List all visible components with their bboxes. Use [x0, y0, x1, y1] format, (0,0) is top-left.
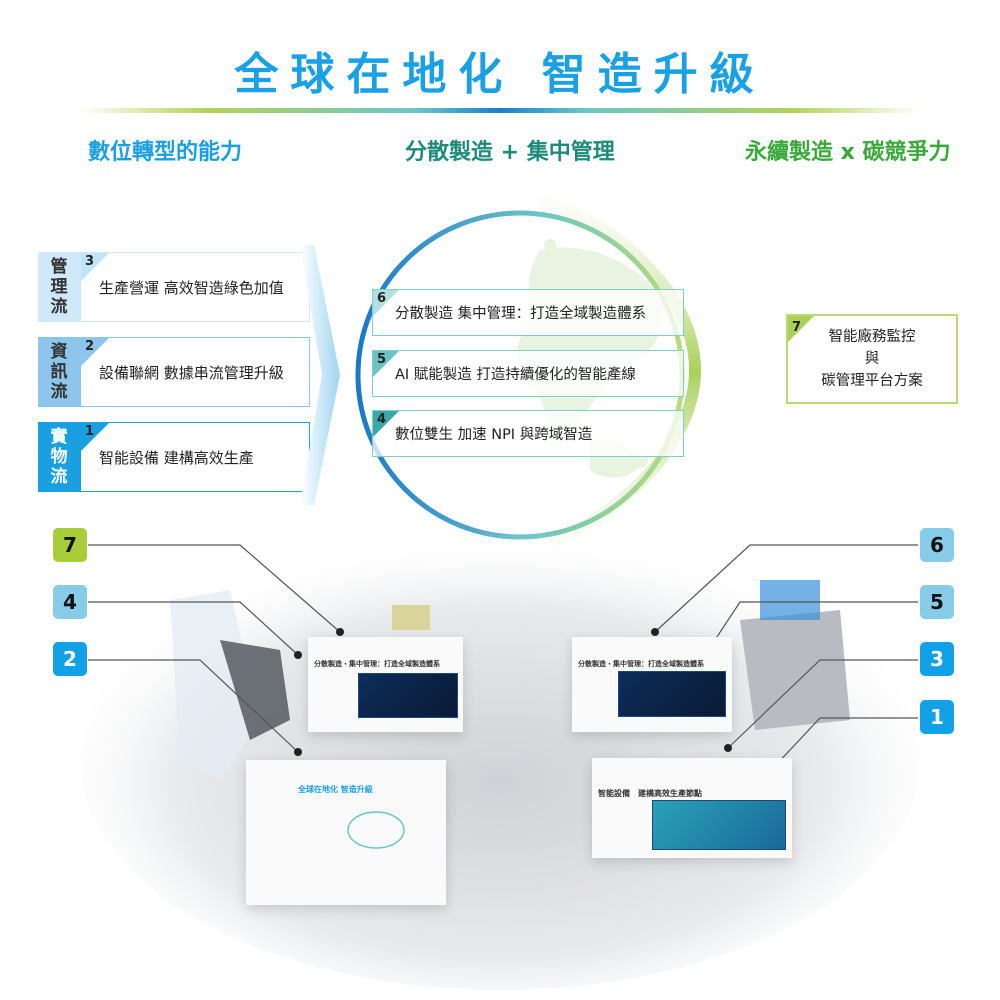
page-title: 全球在地化 智造升級 [234, 49, 766, 100]
subtitle-sustainable-manufacturing: 永續製造 x 碳競爭力 [745, 140, 951, 165]
callout-badge-5: 5 [920, 585, 954, 619]
chevron-arrow-icon [300, 245, 340, 505]
callout-badge-1: 1 [920, 700, 954, 734]
number-corner: 3 [81, 253, 109, 281]
sustainability-box: 7 智能廠務監控 與 碳管理平台方案 [786, 314, 958, 404]
mini-globe-icon [347, 811, 405, 849]
flow-text: 智能設備 建構高效生產 [99, 448, 254, 467]
flow-tag: 實 物 流 [38, 422, 80, 492]
flow-management: 管 理 流 3 生產營運 高效智造綠色加值 [38, 252, 310, 322]
item-text: AI 賦能製造 打造持續優化的智能產線 [395, 367, 636, 383]
callout-badge-2: 2 [53, 642, 87, 676]
flow-box: 1 智能設備 建構高效生產 [80, 422, 310, 492]
callout-badge-4: 4 [53, 585, 87, 619]
flow-information: 資 訊 流 2 設備聯網 數據串流管理升級 [38, 337, 310, 407]
flow-tag: 資 訊 流 [38, 337, 80, 407]
flow-box: 2 設備聯網 數據串流管理升級 [80, 337, 310, 407]
subtitle-digital-transformation: 數位轉型的能力 [88, 140, 243, 165]
flow-physical: 實 物 流 1 智能設備 建構高效生產 [38, 422, 310, 492]
booth-4: 分散製造・集中管理：打造全域製造體系 [308, 637, 463, 732]
flow-tag: 管 理 流 [38, 252, 80, 322]
booth-screen [618, 671, 726, 717]
number-corner: 1 [81, 423, 109, 451]
subtitle-distributed-manufacturing: 分散製造 + 集中管理 [405, 140, 615, 165]
number-corner: 7 [788, 316, 814, 342]
globe-item-distributed-manufacturing: 6 分散製造 集中管理：打造全域製造體系 [372, 289, 684, 336]
flow-box: 3 生產營運 高效智造綠色加值 [80, 252, 310, 322]
title-divider [80, 108, 920, 113]
number-corner: 6 [373, 290, 399, 316]
booth-6: 分散製造・集中管理：打造全域製造體系 [572, 637, 732, 732]
booth-screen [358, 673, 458, 718]
booth-2: 全球在地化 智造升級 [246, 760, 446, 905]
callout-badge-3: 3 [920, 642, 954, 676]
number-corner: 4 [373, 411, 399, 437]
globe-item-ai-manufacturing: 5 AI 賦能製造 打造持續優化的智能產線 [372, 350, 684, 397]
flow-text: 設備聯網 數據串流管理升級 [99, 363, 284, 382]
globe-item-digital-twin: 4 數位雙生 加速 NPI 與跨域智造 [372, 410, 684, 457]
item-text: 分散製造 集中管理：打造全域製造體系 [395, 306, 647, 322]
callout-badge-6: 6 [920, 528, 954, 562]
item-text: 數位雙生 加速 NPI 與跨域智造 [395, 427, 593, 443]
number-corner: 5 [373, 351, 399, 377]
callout-badge-7: 7 [53, 528, 87, 562]
flow-text: 生產營運 高效智造綠色加值 [99, 278, 284, 297]
number-corner: 2 [81, 338, 109, 366]
booth-1: 智能設備 建構高效生產節點 [592, 758, 792, 858]
booth-screen [652, 800, 786, 850]
